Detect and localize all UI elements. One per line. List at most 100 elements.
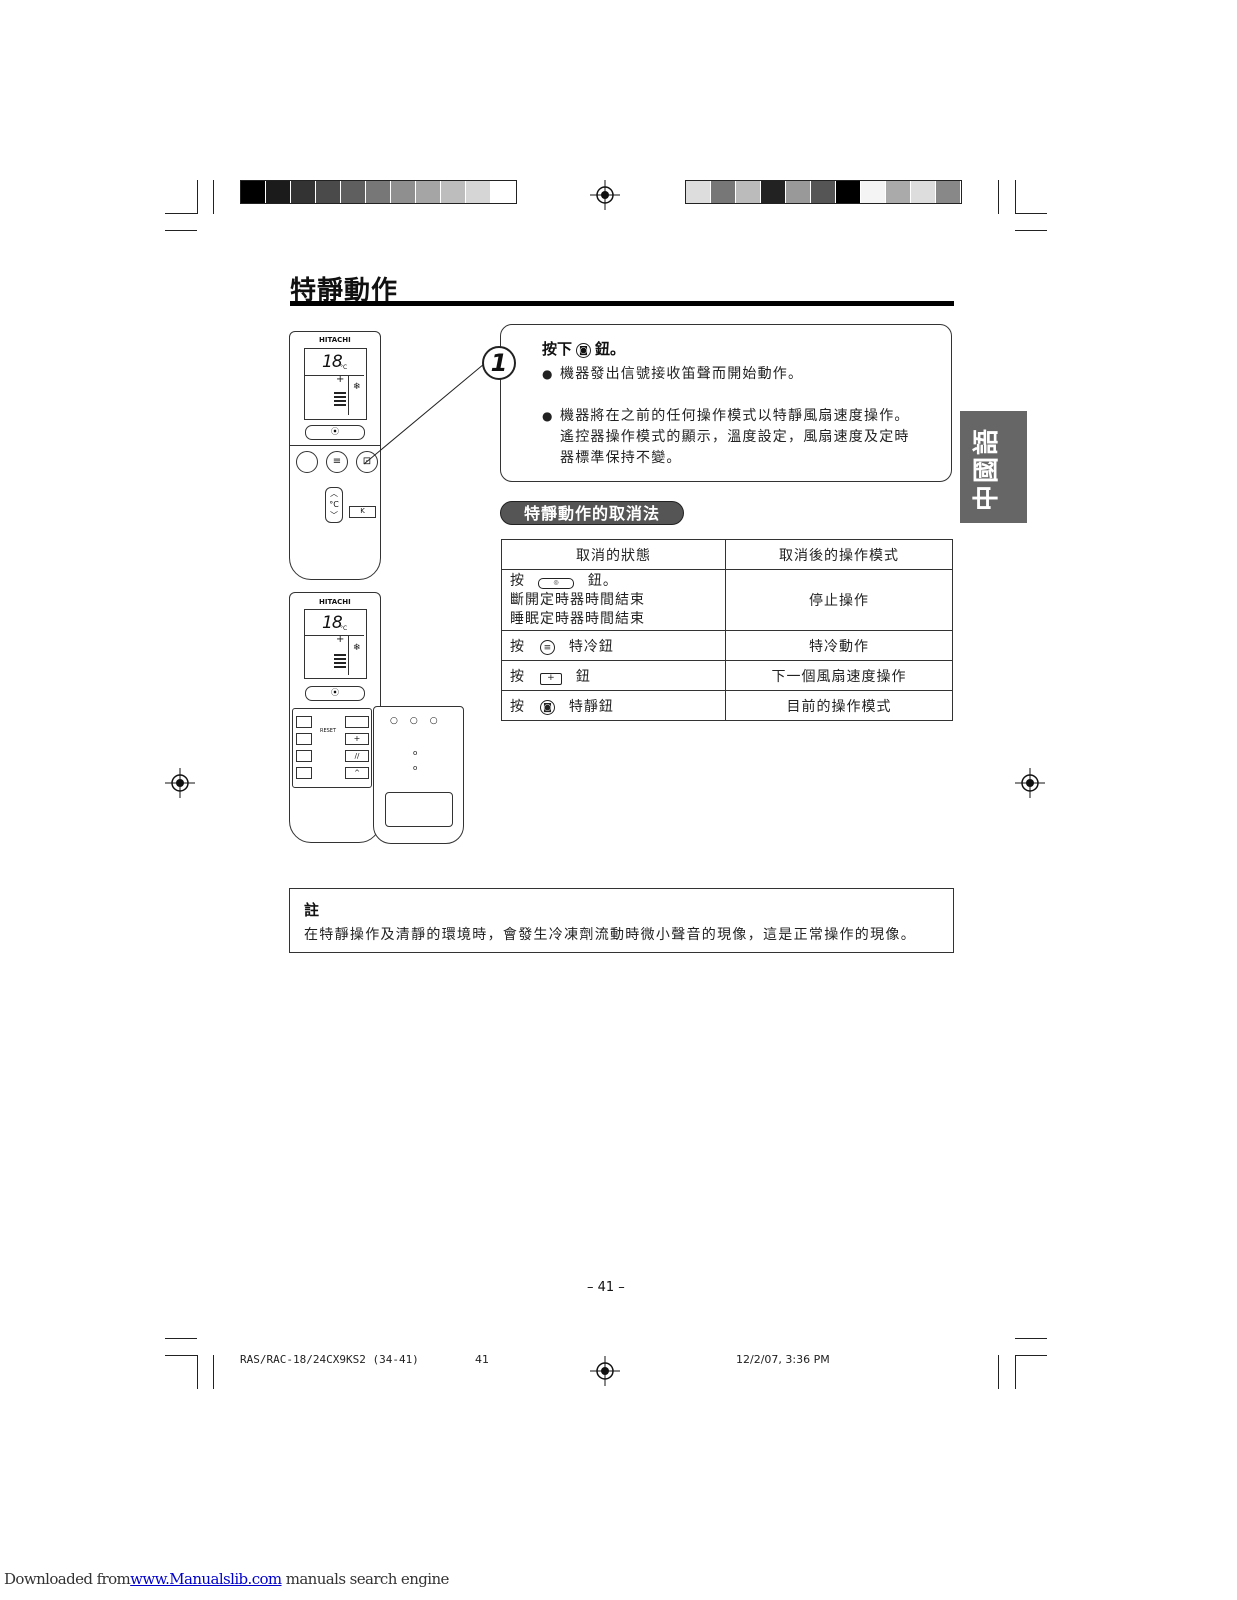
table-header-cell: 取消的狀態 <box>501 539 726 570</box>
cond-prefix: 按 <box>510 638 525 655</box>
table-cell: 按 ≡ 特冷鈕 <box>501 630 726 661</box>
download-prefix: Downloaded from <box>4 1570 131 1588</box>
download-credit: Downloaded fromwww.Manualslib.com manual… <box>4 1570 449 1588</box>
remote-powerful-button: ≡ <box>326 451 348 473</box>
remote-brand: HITACHI <box>319 336 351 344</box>
registration-mark-icon <box>1015 768 1045 798</box>
cond-extra: 斷開定時器時間結束 <box>510 591 645 608</box>
color-swatch <box>316 181 341 203</box>
footer-doc-id: RAS/RAC-18/24CX9KS2 (34-41) <box>240 1353 419 1366</box>
crop-mark <box>197 180 198 214</box>
color-swatch <box>466 181 491 203</box>
cond-suffix: 特冷鈕 <box>568 638 614 655</box>
table-row: 按 ≡ 特冷鈕 特冷動作 <box>501 630 953 661</box>
table-cell: 按 ◙ 特靜鈕 <box>501 690 726 721</box>
off-timer-button-icon: ◎ <box>538 577 575 589</box>
fan-speed-button-icon: + <box>540 672 563 685</box>
crop-mark <box>165 230 197 231</box>
cond-prefix: 按 <box>510 698 525 715</box>
note-text: 在特靜操作及清靜的環境時，會發生冷凍劑流動時微小聲音的現像，這是正常操作的現像。 <box>304 927 916 943</box>
snowflake-icon: ❄ <box>353 643 361 653</box>
remote-small-button: + <box>345 733 369 745</box>
display-divider <box>348 635 349 675</box>
remote-small-button <box>296 716 312 728</box>
table-cell: 下一個風扇速度操作 <box>725 660 953 691</box>
step-bullet: ● 機器發出信號接收笛聲而開始動作。 <box>542 364 920 385</box>
cover-window <box>385 792 453 827</box>
crop-mark <box>1015 1355 1016 1389</box>
registration-mark-icon <box>590 180 620 210</box>
color-swatch <box>366 181 391 203</box>
crop-mark <box>998 180 999 214</box>
crop-mark <box>998 1355 999 1389</box>
cond-prefix: 按 <box>510 668 525 685</box>
remote-small-button <box>296 767 312 779</box>
cond-extra: 睡眠定時器時間結束 <box>510 610 645 627</box>
color-swatch <box>736 181 761 203</box>
table-cell: 按 + 鈕 <box>501 660 726 691</box>
table-row: 按 ◎ 鈕。 斷開定時器時間結束 睡眠定時器時間結束 停止操作 <box>501 569 953 631</box>
color-swatch <box>786 181 811 203</box>
table-cell: 按 ◎ 鈕。 斷開定時器時間結束 睡眠定時器時間結束 <box>501 569 726 631</box>
crop-mark <box>165 1338 197 1339</box>
bullet-text: 機器發出信號接收笛聲而開始動作。 <box>560 366 804 382</box>
plus-icon: + <box>336 374 345 385</box>
cancel-section-title: 特靜動作的取消法 <box>500 501 684 525</box>
table-row: 按 ◙ 特靜鈕 目前的操作模式 <box>501 690 953 721</box>
step-box <box>500 324 952 482</box>
cover-holes: ○○○ <box>390 716 450 726</box>
color-swatch <box>341 181 366 203</box>
manualslib-link[interactable]: www.Manualslib.com <box>130 1570 282 1588</box>
color-swatch <box>886 181 911 203</box>
bullet-text: 機器將在之前的任何操作模式以特靜風扇速度操作。遙控器操作模式的顯示，溫度設定，風… <box>560 408 910 466</box>
color-swatch <box>686 181 711 203</box>
step-press-suffix: 鈕。 <box>595 340 626 358</box>
cancel-table: 取消的狀態 取消後的操作模式 按 ◎ 鈕。 斷開定時器時間結束 睡眠定時器時間結… <box>501 539 953 721</box>
color-swatch <box>811 181 836 203</box>
remote-off-button: ⦿ <box>305 686 365 701</box>
table-header-cell: 取消後的操作模式 <box>725 539 953 570</box>
remote-small-button <box>296 750 312 762</box>
remote-temp-rocker: ︿°C﹀ <box>325 487 343 523</box>
color-swatch <box>266 181 291 203</box>
color-swatch <box>861 181 886 203</box>
cond-suffix: 鈕 <box>575 668 591 685</box>
step-press-prefix: 按下 <box>542 340 573 358</box>
color-swatch <box>441 181 466 203</box>
table-cell: 特冷動作 <box>725 630 953 661</box>
registration-mark-icon <box>165 768 195 798</box>
note-box <box>289 888 954 953</box>
bullet-dot-icon: ● <box>542 409 554 423</box>
footer-date: 12/2/07, 3:36 PM <box>736 1353 830 1366</box>
color-swatch <box>711 181 736 203</box>
step-number: 1 <box>482 346 516 380</box>
silent-button-icon: ◙ <box>540 699 556 715</box>
crop-mark <box>1015 1338 1047 1339</box>
page-number: – 41 – <box>587 1280 625 1295</box>
table-header-row: 取消的狀態 取消後的操作模式 <box>501 539 953 570</box>
table-cell: 停止操作 <box>725 569 953 631</box>
remote-small-button: // <box>345 750 369 762</box>
color-swatch <box>241 181 266 203</box>
powerful-button-icon: ≡ <box>540 639 556 655</box>
crop-mark <box>1015 213 1047 214</box>
note-title: 註 <box>304 901 320 919</box>
remote-mode-button <box>296 451 318 473</box>
download-suffix: manuals search engine <box>281 1570 450 1588</box>
step-heading: 按下◙鈕。 <box>542 338 625 359</box>
remote-temperature-unit: °C <box>340 364 348 371</box>
table-row: 按 + 鈕 下一個風扇速度操作 <box>501 660 953 691</box>
display-divider <box>348 375 349 415</box>
remote-button-panel <box>292 708 372 788</box>
bullet-dot-icon: ● <box>542 367 554 381</box>
title-rule <box>290 301 954 306</box>
remote-off-button: ⦿ <box>305 425 365 440</box>
remote-display <box>304 348 367 420</box>
display-divider <box>305 635 364 636</box>
remote-open-cover <box>373 706 464 844</box>
footer-page: 41 <box>475 1353 489 1366</box>
step-bullet: ● 機器將在之前的任何操作模式以特靜風扇速度操作。遙控器操作模式的顯示，溫度設定，… <box>542 406 910 469</box>
remote-timer-button: K <box>349 506 376 518</box>
color-swatch <box>416 181 441 203</box>
